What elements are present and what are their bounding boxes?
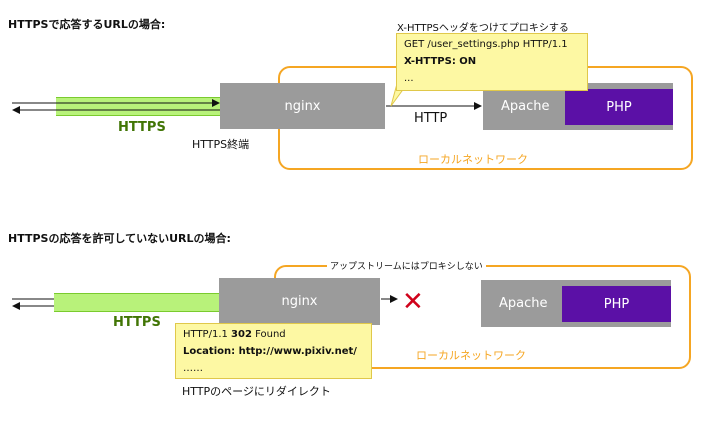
section2-local-network-label: ローカルネットワーク [416, 349, 526, 362]
section1-https-label: HTTPS [118, 120, 166, 135]
section2-redirect-note: HTTPのページにリダイレクト [182, 385, 331, 398]
section1-https-band [56, 97, 222, 116]
section1-http-label: HTTP [414, 111, 448, 126]
section1-request-callout: GET /user_settings.php HTTP/1.1 X-HTTPS:… [396, 33, 588, 91]
section1-callout-line3: ... [404, 73, 414, 84]
section1-php-box: PHP [565, 89, 673, 125]
section1-callout-line2: X-HTTPS: ON [404, 56, 477, 67]
section2-response-callout: HTTP/1.1 302 Found Location: http://www.… [175, 323, 372, 379]
section2-callout-line1: HTTP/1.1 302 Found [183, 329, 286, 340]
section2-callout-line2: Location: http://www.pixiv.net/ [183, 346, 357, 357]
section2-apache-label: Apache [499, 296, 548, 311]
section1-callout-line1: GET /user_settings.php HTTP/1.1 [404, 39, 568, 50]
cross-icon: ✕ [402, 287, 424, 317]
section2-heading: HTTPSの応答を許可していないURLの場合: [8, 232, 231, 245]
section2-php-box: PHP [562, 286, 671, 322]
section2-https-band [54, 293, 220, 312]
section1-apache-label: Apache [501, 99, 550, 114]
section2-callout-line3: …… [183, 363, 203, 374]
section2-https-label: HTTPS [113, 315, 161, 330]
section2-nginx-box: nginx [219, 278, 380, 325]
section2-local-network-title: アップストリームにはプロキシしない [327, 259, 486, 272]
section1-heading: HTTPSで応答するURLの場合: [8, 18, 166, 31]
section1-proxy-note: X-HTTPSヘッダをつけてプロキシする [397, 23, 569, 34]
section1-termination-label: HTTPS終端 [192, 138, 250, 151]
section1-nginx-box: nginx [220, 83, 385, 129]
section1-local-network-label: ローカルネットワーク [418, 153, 528, 166]
